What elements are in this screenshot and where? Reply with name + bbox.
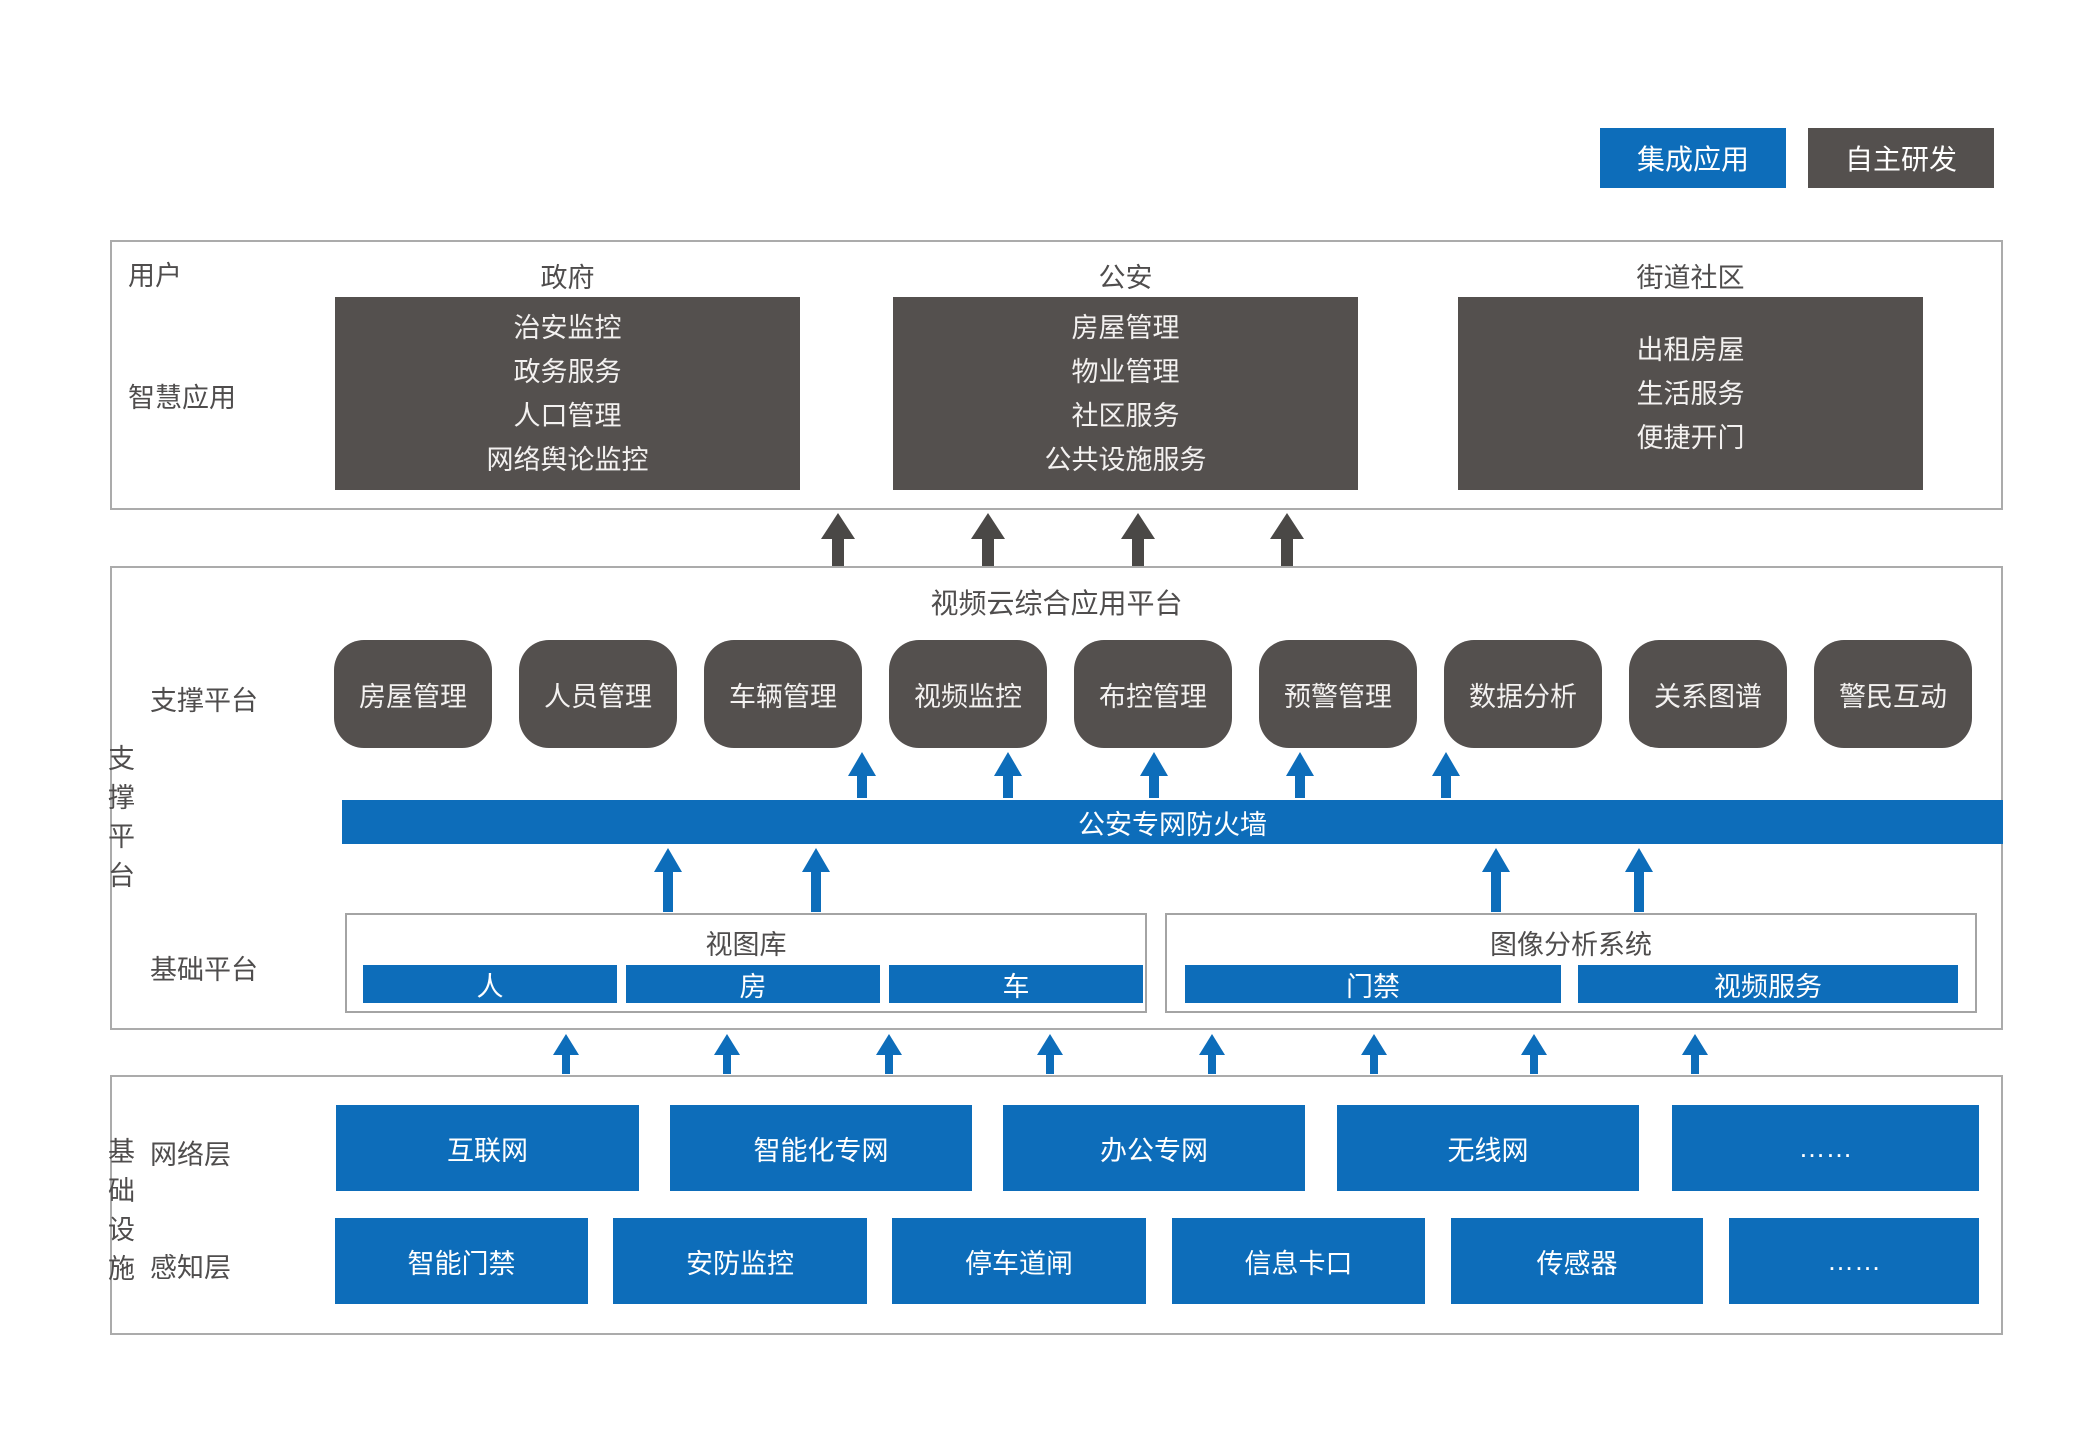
up-arrow-icon [848,752,876,798]
sense-security-monitor: 安防监控 [613,1218,867,1304]
up-arrow-icon [654,848,682,912]
firewall-bar: 公安专网防火墙 [342,800,2003,844]
up-arrow-icon [1037,1034,1063,1074]
app-item: 出租房屋 [1636,334,1745,365]
smart-app-row-label: 智慧应用 [128,383,236,413]
up-arrow-icon [1140,752,1168,798]
platform-side-label: 支撑平台 [104,744,134,900]
sense-row-label: 感知层 [150,1253,231,1283]
up-arrow-icon [1199,1034,1225,1074]
image-analysis-title: 图像分析系统 [1490,930,1652,960]
sense-info-checkpoint: 信息卡口 [1172,1218,1425,1304]
app-item: 社区服务 [1071,400,1180,431]
app-item: 房屋管理 [1071,312,1180,343]
up-arrow-icon [876,1034,902,1074]
sense-parking-gate: 停车道闸 [892,1218,1146,1304]
up-arrow-icon [553,1034,579,1074]
user-row-label: 用户 [128,261,182,291]
app-item: 治安监控 [513,312,622,343]
up-arrow-icon [1682,1034,1708,1074]
sense-sensor: 传感器 [1451,1218,1703,1304]
app-item: 公共设施服务 [1044,444,1207,475]
network-more: …… [1672,1105,1979,1191]
app-item: 物业管理 [1071,356,1180,387]
bar-person: 人 [363,965,617,1003]
up-arrow-icon [1432,752,1460,798]
up-arrow-icon [994,752,1022,798]
up-arrow-icon [802,848,830,912]
base-row-label: 基础平台 [150,955,258,985]
module-house-mgmt: 房屋管理 [334,640,492,748]
up-arrow-icon [971,513,1005,567]
network-wireless: 无线网 [1337,1105,1639,1191]
module-control-mgmt: 布控管理 [1074,640,1232,748]
up-arrow-icon [1361,1034,1387,1074]
module-alert-mgmt: 预警管理 [1259,640,1417,748]
legend-integrated-app: 集成应用 [1600,128,1786,188]
module-police-citizen: 警民互动 [1814,640,1972,748]
network-office-private: 办公专网 [1003,1105,1305,1191]
up-arrow-icon [1482,848,1510,912]
bar-video-service: 视频服务 [1578,965,1958,1003]
government-apps-box: 治安监控 政务服务 人口管理 网络舆论监控 [335,297,800,490]
network-intelligent-private: 智能化专网 [670,1105,972,1191]
module-data-analysis: 数据分析 [1444,640,1602,748]
up-arrow-icon [1521,1034,1547,1074]
view-library-title: 视图库 [705,930,787,960]
app-item: 生活服务 [1636,378,1745,409]
legend-self-developed: 自主研发 [1808,128,1994,188]
network-row-label: 网络层 [150,1140,231,1170]
app-item: 人口管理 [513,400,622,431]
up-arrow-icon [1625,848,1653,912]
up-arrow-icon [1270,513,1304,567]
app-item: 政务服务 [513,356,622,387]
sense-more: …… [1729,1218,1979,1304]
police-apps-box: 房屋管理 物业管理 社区服务 公共设施服务 [893,297,1358,490]
sense-smart-access: 智能门禁 [335,1218,588,1304]
platform-title: 视频云综合应用平台 [930,588,1183,619]
module-person-mgmt: 人员管理 [519,640,677,748]
group-header-community: 街道社区 [1636,263,1745,293]
network-internet: 互联网 [336,1105,639,1191]
module-relation-graph: 关系图谱 [1629,640,1787,748]
up-arrow-icon [1286,752,1314,798]
bar-vehicle: 车 [889,965,1143,1003]
module-vehicle-mgmt: 车辆管理 [704,640,862,748]
group-header-police: 公安 [1098,263,1153,293]
app-item: 便捷开门 [1636,422,1745,453]
bar-access-control: 门禁 [1185,965,1561,1003]
bar-house: 房 [626,965,880,1003]
community-apps-box: 出租房屋 生活服务 便捷开门 [1458,297,1923,490]
up-arrow-icon [1121,513,1155,567]
up-arrow-icon [821,513,855,567]
module-video-monitor: 视频监控 [889,640,1047,748]
up-arrow-icon [714,1034,740,1074]
infrastructure-side-label: 基础设施 [104,1137,134,1293]
support-row-label: 支撑平台 [150,686,258,716]
group-header-government: 政府 [540,263,595,293]
app-item: 网络舆论监控 [486,444,649,475]
